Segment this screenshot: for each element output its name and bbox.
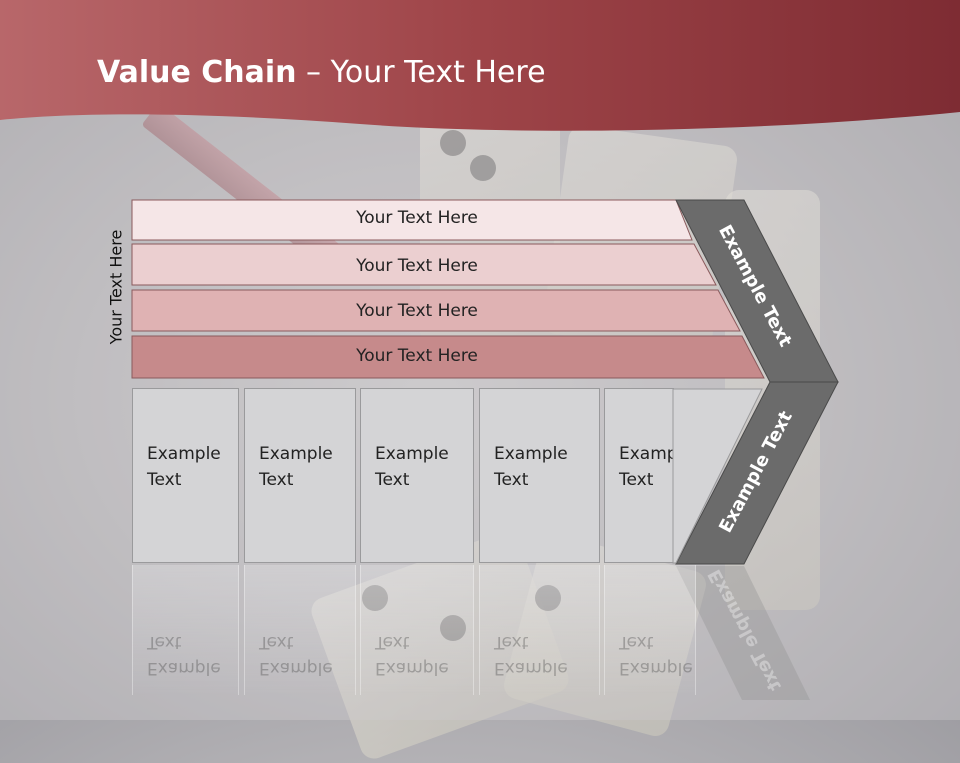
page-title-bold: Value Chain xyxy=(97,55,297,90)
band-shape-1 xyxy=(131,199,693,241)
page-title-rest: – Your Text Here xyxy=(296,55,546,90)
background-domino-pip xyxy=(440,130,466,156)
background-domino-pip xyxy=(440,615,466,641)
band-shape-2 xyxy=(131,243,717,286)
background-domino-pip xyxy=(470,155,496,181)
band-label: Your Text Here xyxy=(356,208,478,228)
header-wave xyxy=(0,0,960,131)
band-label: Your Text Here xyxy=(356,256,478,276)
header-banner: Value Chain – Your Text Here xyxy=(0,0,960,140)
page-title: Value Chain – Your Text Here xyxy=(97,55,546,90)
chevron-lower xyxy=(675,381,839,565)
band-label: Your Text Here xyxy=(356,346,478,366)
background-domino-pip xyxy=(362,585,388,611)
band-shape-4 xyxy=(131,335,765,379)
band-label: Your Text Here xyxy=(356,301,478,321)
band-shape-3 xyxy=(131,289,741,332)
value-chain-diagram xyxy=(131,199,839,700)
last-column-slant xyxy=(672,388,763,564)
background-domino-pip xyxy=(535,585,561,611)
chevron-reflection xyxy=(676,566,810,700)
